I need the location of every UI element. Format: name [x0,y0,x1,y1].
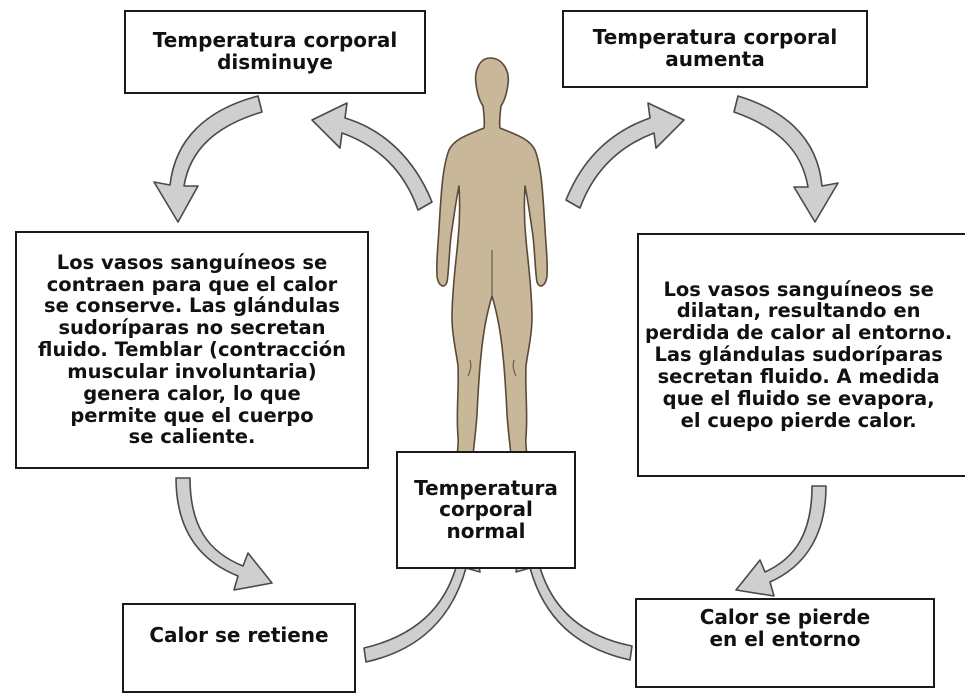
box-line: Calor se pierde [699,605,871,630]
box-line: Calor se retiene [149,623,329,648]
box-line: el cuepo pierde calor. [680,408,917,432]
box-line: fluido. Temblar (contracción [38,338,346,362]
box-line: que el fluido se evapora, [662,386,935,410]
box-line: se caliente. [128,425,256,449]
box-line: en el entorno [709,627,861,651]
heat-response-box: Los vasos sanguíneos se dilatan, resulta… [637,233,965,477]
cold-response-box: Los vasos sanguíneos se contraen para qu… [15,231,369,469]
box-line: genera calor, lo que [83,381,301,405]
box-line: Temperatura corporal [152,28,398,53]
normal-temperature-box: Temperatura corporal normal [396,451,576,569]
box-line: Las glándulas sudoríparas [654,343,943,367]
box-line: Temperatura corporal [592,25,838,50]
heat-retained-box: Calor se retiene [122,603,356,693]
box-line: perdida de calor al entorno. [645,321,953,345]
human-body-figure [435,57,549,474]
box-line: disminuye [217,50,333,74]
box-line: secretan fluido. A medida [657,364,940,388]
arrow-to-bottom-left-box [175,477,273,591]
temperature-decreases-box: Temperatura corporal disminuye [124,10,426,94]
temperature-increases-box: Temperatura corporal aumenta [562,10,868,88]
arrow-to-top-right-box [565,102,685,209]
box-line: aumenta [665,47,765,71]
box-line: permite que el cuerpo [70,403,314,427]
box-line: Los vasos sanguíneos se [56,250,328,274]
box-line: Los vasos sanguíneos se [663,277,934,301]
box-line: sudoríparas no secretan [58,316,326,340]
arrow-to-left-box [153,95,263,223]
arrow-to-right-box [733,95,839,223]
box-line: se conserve. Las glándulas [44,294,340,318]
box-line: normal [446,518,526,543]
box-line: contraen para que el calor [46,272,338,296]
box-line: muscular involuntaria) [67,359,317,383]
arrow-to-top-left-box [311,102,433,211]
arrow-to-bottom-right-box [735,485,827,597]
box-line: corporal [439,497,533,522]
box-line: dilatan, resultando en [676,299,921,323]
heat-lost-box: Calor se pierde en el entorno [635,598,935,688]
box-line: Temperatura [414,475,558,500]
